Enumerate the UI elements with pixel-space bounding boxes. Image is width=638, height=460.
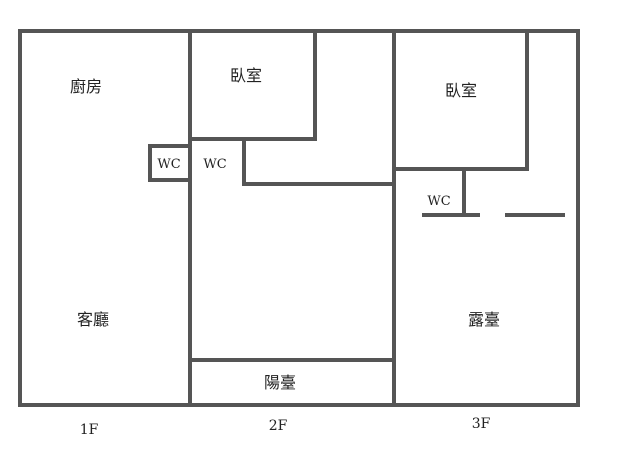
floor-3f-wc-label: WC	[427, 194, 450, 209]
floor-1f-outline	[18, 29, 192, 407]
floor-3f-outline	[392, 29, 580, 407]
floor-1f: 廚房 WC 客廳	[18, 29, 192, 407]
floor-3f-bedroom-wall	[392, 29, 529, 171]
floor-3f-terrace-label: 露臺	[468, 310, 500, 329]
floor-label-1f: 1F	[80, 422, 99, 438]
floor-label-3f: 3F	[472, 416, 491, 432]
floor-label-2f: 2F	[269, 418, 288, 434]
floor-1f-kitchen-label: 廚房	[70, 77, 102, 96]
floor-1f-living-room-label: 客廳	[77, 310, 109, 329]
floor-2f-outline	[188, 29, 396, 407]
floor-2f-wc-label: WC	[203, 157, 226, 172]
floor-3f: 臥室 WC 露臺	[392, 29, 580, 407]
floor-2f: 臥室 WC 陽臺	[188, 29, 396, 407]
floor-3f-bedroom-label: 臥室	[445, 81, 477, 100]
floor-2f-wc-wall	[242, 137, 396, 186]
floor-2f-bedroom-label: 臥室	[230, 66, 262, 85]
floor-1f-wc-label: WC	[157, 157, 180, 172]
floor-2f-bedroom-wall	[188, 29, 317, 141]
floor-2f-balcony-label: 陽臺	[264, 373, 296, 392]
